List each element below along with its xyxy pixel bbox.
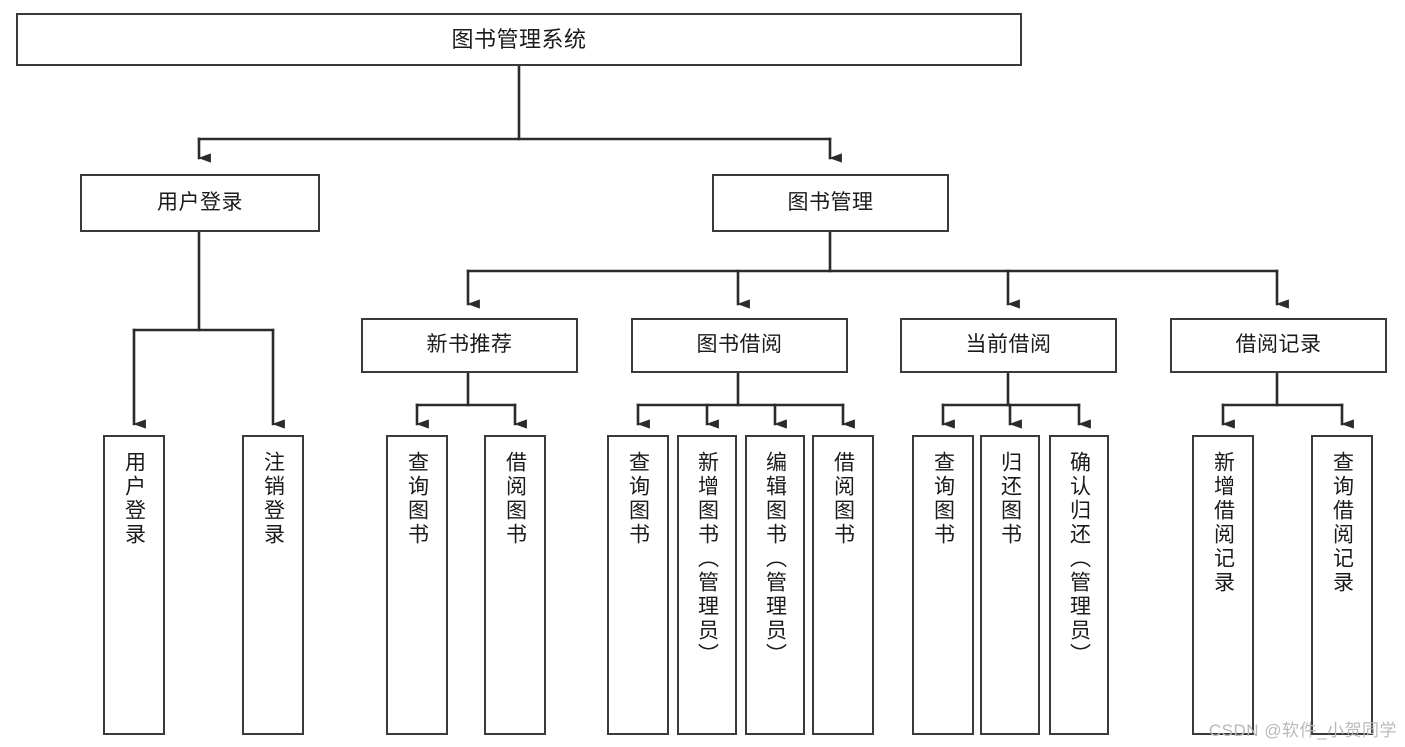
node-label: 借阅记录 — [1235, 333, 1322, 357]
node-label: 确认归还（管理员） — [1067, 451, 1091, 667]
leaf-query-record[interactable]: 查询借阅记录 — [1311, 435, 1373, 735]
leaf-add-book[interactable]: 新增图书（管理员） — [677, 435, 737, 735]
node-label: 归还图书 — [998, 451, 1022, 547]
leaf-query-book-2[interactable]: 查询图书 — [607, 435, 669, 735]
node-label: 查询图书 — [931, 451, 955, 547]
node-label: 借阅图书 — [831, 451, 855, 547]
leaf-borrow-book-1[interactable]: 借阅图书 — [484, 435, 546, 735]
leaf-add-record[interactable]: 新增借阅记录 — [1192, 435, 1254, 735]
node-label: 新书推荐 — [426, 333, 513, 357]
node-book-borrow[interactable]: 图书借阅 — [631, 318, 848, 373]
node-label: 图书借阅 — [696, 333, 783, 357]
node-current-borrow[interactable]: 当前借阅 — [900, 318, 1117, 373]
node-label: 当前借阅 — [965, 333, 1052, 357]
node-label: 借阅图书 — [503, 451, 527, 547]
csdn-watermark: CSDN @软件_小贺同学 — [1208, 721, 1397, 740]
leaf-borrow-book-2[interactable]: 借阅图书 — [812, 435, 874, 735]
node-root-system[interactable]: 图书管理系统 — [16, 13, 1022, 66]
node-new-book-recommend[interactable]: 新书推荐 — [361, 318, 578, 373]
node-label: 用户登录 — [157, 190, 243, 214]
leaf-user-login[interactable]: 用户登录 — [103, 435, 165, 735]
node-user-login[interactable]: 用户登录 — [80, 174, 320, 232]
node-label: 用户登录 — [122, 451, 146, 547]
leaf-query-book-1[interactable]: 查询图书 — [386, 435, 448, 735]
node-label: 新增借阅记录 — [1211, 451, 1235, 595]
leaf-confirm-return[interactable]: 确认归还（管理员） — [1049, 435, 1109, 735]
leaf-logout[interactable]: 注销登录 — [242, 435, 304, 735]
node-label: 图书管理 — [787, 190, 874, 214]
leaf-edit-book[interactable]: 编辑图书（管理员） — [745, 435, 805, 735]
leaf-return-book[interactable]: 归还图书 — [980, 435, 1040, 735]
node-borrow-record[interactable]: 借阅记录 — [1170, 318, 1387, 373]
node-label: 注销登录 — [261, 451, 285, 547]
node-label: 编辑图书（管理员） — [763, 451, 787, 667]
node-label: 新增图书（管理员） — [695, 451, 719, 667]
node-label: 查询图书 — [626, 451, 650, 547]
leaf-query-book-3[interactable]: 查询图书 — [912, 435, 974, 735]
node-label: 查询图书 — [405, 451, 429, 547]
node-label: 查询借阅记录 — [1330, 451, 1354, 595]
node-book-manage[interactable]: 图书管理 — [712, 174, 949, 232]
node-label: 图书管理系统 — [451, 26, 587, 52]
